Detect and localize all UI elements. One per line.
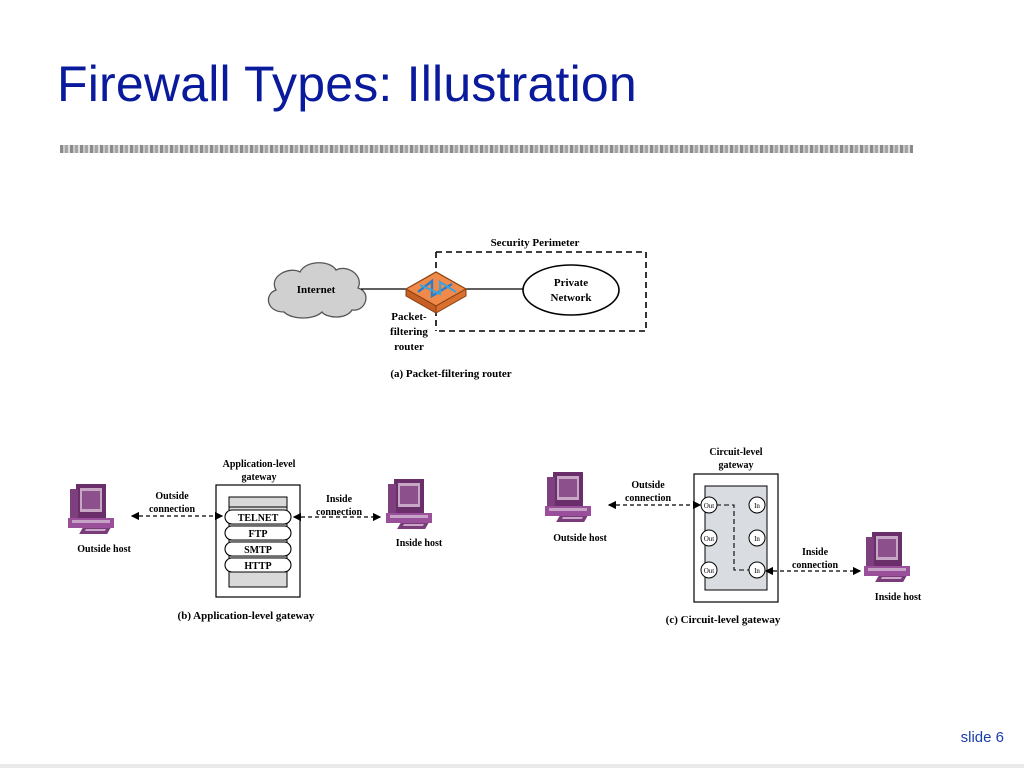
circuit-relay-path	[716, 504, 750, 571]
packet-filtering-router-icon	[404, 271, 468, 314]
app-inside-conn-line2: connection	[316, 507, 363, 518]
perimeter-label: Security Perimeter	[491, 237, 580, 249]
circuit-gateway-label-line1: Circuit-level	[709, 447, 762, 458]
port-label: Out	[704, 567, 715, 575]
circuit-outside-host-label: Outside host	[553, 533, 607, 544]
out-port-1: Out	[700, 496, 718, 514]
caption-a: (a) Packet-filtering router	[390, 368, 511, 380]
service-pill-http: HTTP	[224, 557, 292, 573]
app-gateway-label-line2: gateway	[242, 472, 277, 483]
circuit-gateway-diagram: Circuit-level gateway Out Out Out In In	[545, 447, 922, 626]
router-label-line2: filtering	[390, 326, 428, 338]
slide-title: Firewall Types: Illustration	[57, 56, 637, 112]
outside-host-computer-icon	[68, 484, 114, 534]
port-label: Out	[704, 502, 715, 510]
outside-host-computer-icon	[545, 472, 591, 522]
app-inside-conn-line1: Inside	[326, 494, 353, 505]
private-network-label-line2: Network	[551, 292, 593, 304]
circuit-inside-host-label: Inside host	[875, 592, 922, 603]
title-divider	[60, 145, 913, 153]
port-label: In	[754, 535, 760, 543]
private-network-node	[522, 264, 620, 316]
circuit-gateway-label-line2: gateway	[719, 460, 754, 471]
internet-label: Internet	[297, 284, 336, 296]
private-network-label-line1: Private	[554, 277, 588, 289]
service-label: SMTP	[244, 545, 272, 556]
inside-host-computer-icon	[864, 532, 910, 582]
circuit-inside-conn-line2: connection	[792, 560, 839, 571]
out-port-2: Out	[700, 529, 718, 547]
out-port-3: Out	[700, 561, 718, 579]
app-outside-conn-line1: Outside	[155, 491, 189, 502]
port-label: In	[754, 502, 760, 510]
internet-cloud-icon	[267, 262, 367, 319]
inside-host-computer-icon	[386, 479, 432, 529]
in-port-1: In	[748, 496, 766, 514]
inside-host-label: Inside host	[396, 538, 443, 549]
router-label-line1: Packet-	[391, 311, 427, 323]
service-pill-smtp: SMTP	[224, 541, 292, 557]
packet-filter-diagram: Security Perimeter Internet Private Netw…	[267, 237, 647, 380]
in-port-2: In	[748, 529, 766, 547]
application-gateway-diagram: Application-level gateway TELNET FTP SMT…	[68, 459, 443, 622]
port-label: In	[754, 567, 760, 575]
security-perimeter-box	[436, 251, 647, 332]
app-outside-conn-line2: connection	[149, 504, 196, 515]
service-label: TELNET	[238, 513, 279, 524]
circuit-outside-conn-line2: connection	[625, 493, 672, 504]
app-gateway-label-line1: Application-level	[223, 459, 296, 470]
outside-host-label: Outside host	[77, 544, 131, 555]
service-pill-telnet: TELNET	[224, 509, 292, 525]
caption-c: (c) Circuit-level gateway	[666, 614, 781, 626]
circuit-inside-conn-line1: Inside	[802, 547, 829, 558]
circuit-outside-conn-line1: Outside	[631, 480, 665, 491]
footer-divider	[0, 764, 1024, 768]
service-label: FTP	[249, 529, 268, 540]
service-pill-ftp: FTP	[224, 525, 292, 541]
in-port-3: In	[748, 561, 766, 579]
router-label-line3: router	[394, 341, 424, 353]
service-label: HTTP	[244, 561, 271, 572]
port-label: Out	[704, 535, 715, 543]
caption-b: (b) Application-level gateway	[178, 610, 315, 622]
slide-number: slide 6	[960, 729, 1004, 746]
